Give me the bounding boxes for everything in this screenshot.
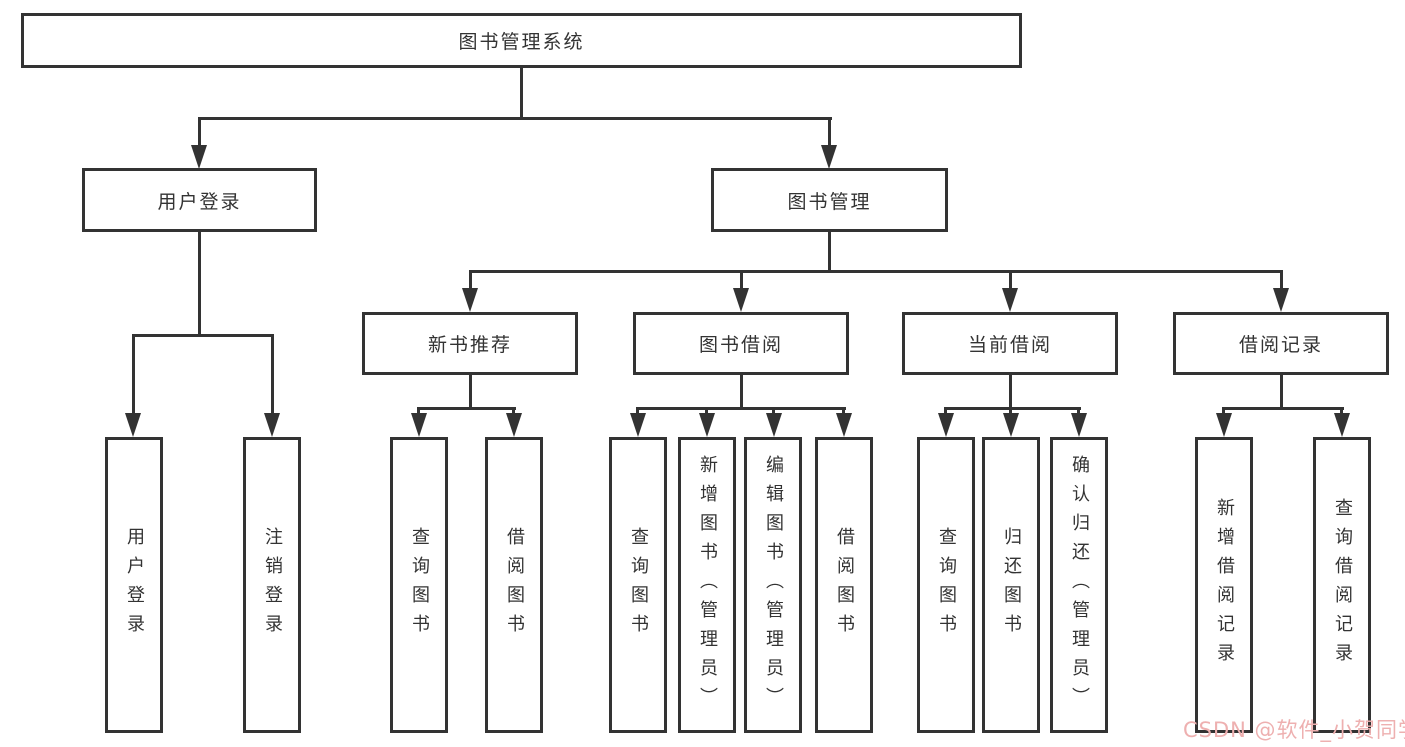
connector-line (1009, 270, 1012, 290)
connector-line (1009, 407, 1012, 417)
leaf-bb-edit-book-admin: 编辑图书（管理员） (744, 437, 802, 733)
connector-line (1340, 407, 1343, 417)
leaf-bb-borrow-book: 借阅图书 (815, 437, 873, 733)
connector-line (842, 407, 845, 417)
leaf-bb-add-book-admin-label: 新增图书（管理员） (697, 454, 718, 716)
leaf-br-query-record: 查询借阅记录 (1313, 437, 1371, 733)
csdn-watermark: CSDN @软件_小贺同学 (1183, 718, 1405, 742)
node-book-management: 图书管理 (711, 168, 948, 232)
leaf-user-login: 用户登录 (105, 437, 163, 733)
arrow-down-icon (1216, 413, 1232, 437)
leaf-nbr-borrow-book-label: 借阅图书 (504, 527, 525, 643)
connector-line (740, 373, 743, 409)
arrow-down-icon (699, 413, 715, 437)
connector-line (828, 230, 831, 272)
connector-line (132, 334, 274, 337)
leaf-bb-query-book: 查询图书 (609, 437, 667, 733)
connector-line (1280, 270, 1283, 290)
leaf-br-add-record: 新增借阅记录 (1195, 437, 1253, 733)
arrow-down-icon (766, 413, 782, 437)
node-book-borrow-label: 图书借阅 (698, 334, 783, 356)
node-user-login-label: 用户登录 (157, 190, 242, 213)
connector-line (417, 407, 420, 417)
arrow-down-icon (938, 413, 954, 437)
connector-line (520, 66, 523, 117)
arrow-down-icon (733, 288, 749, 312)
connector-line (1077, 407, 1080, 417)
node-user-login: 用户登录 (82, 168, 317, 232)
arrow-down-icon (264, 413, 280, 437)
connector-line (1222, 407, 1344, 410)
arrow-down-icon (821, 145, 837, 169)
connector-line (469, 270, 1283, 273)
leaf-user-login-label: 用户登录 (124, 527, 145, 643)
arrow-down-icon (462, 288, 478, 312)
connector-line (944, 407, 1081, 410)
connector-line (740, 270, 743, 290)
connector-line (828, 117, 831, 147)
leaf-nbr-query-book: 查询图书 (390, 437, 448, 733)
node-root-label: 图书管理系统 (458, 31, 585, 53)
connector-line (132, 334, 135, 416)
node-current-borrow-label: 当前借阅 (967, 334, 1052, 356)
connector-line (418, 407, 516, 410)
connector-line (469, 270, 472, 290)
connector-line (1009, 373, 1012, 409)
connector-line (271, 334, 274, 416)
leaf-logout-login: 注销登录 (243, 437, 301, 733)
connector-line (1280, 373, 1283, 409)
leaf-bb-query-book-label: 查询图书 (628, 527, 649, 643)
node-borrow-record-label: 借阅记录 (1238, 334, 1323, 356)
leaf-bb-edit-book-admin-label: 编辑图书（管理员） (763, 454, 784, 716)
arrow-down-icon (630, 413, 646, 437)
connector-line (636, 407, 639, 417)
arrow-down-icon (125, 413, 141, 437)
arrow-down-icon (1334, 413, 1350, 437)
node-book-borrow: 图书借阅 (633, 312, 849, 375)
leaf-cb-confirm-return-admin: 确认归还（管理员） (1050, 437, 1108, 733)
leaf-cb-return-book: 归还图书 (982, 437, 1040, 733)
node-borrow-record: 借阅记录 (1173, 312, 1389, 375)
leaf-br-query-record-label: 查询借阅记录 (1332, 498, 1353, 672)
connector-line (198, 230, 201, 337)
leaf-logout-login-label: 注销登录 (262, 527, 283, 643)
connector-line (469, 373, 472, 409)
leaf-bb-add-book-admin: 新增图书（管理员） (678, 437, 736, 733)
node-new-book-recommend-label: 新书推荐 (427, 334, 512, 356)
leaf-br-add-record-label: 新增借阅记录 (1214, 498, 1235, 672)
connector-line (512, 407, 515, 417)
leaf-cb-confirm-return-admin-label: 确认归还（管理员） (1069, 454, 1090, 716)
node-current-borrow: 当前借阅 (902, 312, 1118, 375)
leaf-nbr-query-book-label: 查询图书 (409, 527, 430, 643)
arrow-down-icon (1002, 288, 1018, 312)
connector-line (705, 407, 708, 417)
leaf-bb-borrow-book-label: 借阅图书 (834, 527, 855, 643)
leaf-cb-query-book-label: 查询图书 (936, 527, 957, 643)
arrow-down-icon (836, 413, 852, 437)
arrow-down-icon (1003, 413, 1019, 437)
node-root: 图书管理系统 (21, 13, 1022, 68)
node-book-management-label: 图书管理 (787, 190, 872, 213)
leaf-cb-query-book: 查询图书 (917, 437, 975, 733)
connector-line (198, 117, 201, 147)
arrow-down-icon (191, 145, 207, 169)
connector-line (1222, 407, 1225, 417)
leaf-nbr-borrow-book: 借阅图书 (485, 437, 543, 733)
connector-line (772, 407, 775, 417)
leaf-cb-return-book-label: 归还图书 (1001, 527, 1022, 643)
arrow-down-icon (411, 413, 427, 437)
connector-line (944, 407, 947, 417)
connector-line (198, 117, 832, 120)
arrow-down-icon (1273, 288, 1289, 312)
connector-line (636, 407, 846, 410)
arrow-down-icon (506, 413, 522, 437)
node-new-book-recommend: 新书推荐 (362, 312, 578, 375)
arrow-down-icon (1071, 413, 1087, 437)
